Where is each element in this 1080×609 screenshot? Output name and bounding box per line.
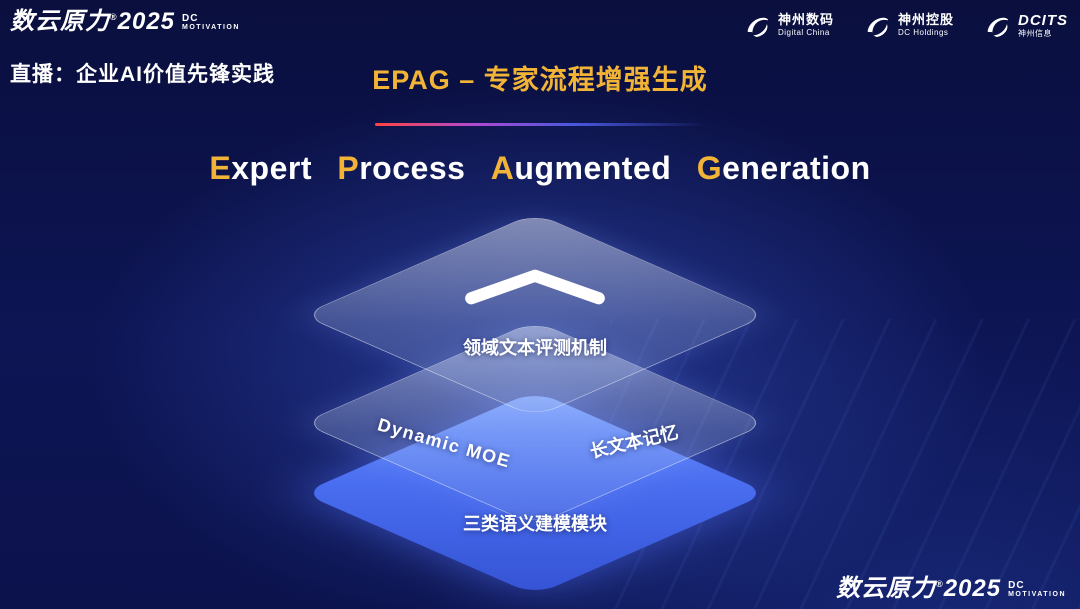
brand-logo-text: 数云原力®2025 xyxy=(836,577,1001,601)
brand-motivation: MOTIVATION xyxy=(182,24,240,31)
partner-name: 神州控股 xyxy=(897,11,954,27)
dc-holdings-swoosh-icon xyxy=(862,10,892,40)
brand-reg-mark: ® xyxy=(110,12,118,22)
middle-layer-left-label: Dynamic MOE xyxy=(375,414,514,472)
background-streaks xyxy=(610,319,1080,609)
heading-word-process: Process xyxy=(337,150,465,186)
heading-accent: G xyxy=(696,150,723,186)
brand-subtext: DC MOTIVATION xyxy=(1008,577,1066,599)
partner-text: DCITS 神州信息 xyxy=(1018,12,1068,38)
brand-logo-text: 数云原力®2025 xyxy=(10,10,175,34)
bottom-layer-plate xyxy=(301,390,769,596)
heading-word-augmented: Augmented xyxy=(491,150,672,186)
digital-china-swoosh-icon xyxy=(742,10,772,40)
top-layer-plate xyxy=(301,212,769,418)
brand-reg-mark: ® xyxy=(936,579,944,589)
heading-accent: A xyxy=(490,150,515,186)
partner-subtitle: 神州信息 xyxy=(1018,29,1052,39)
partner-subtitle: Digital China xyxy=(777,27,830,37)
partner-dc-holdings: 神州控股 DC Holdings xyxy=(862,10,954,40)
heading-rest: rocess xyxy=(359,150,466,186)
footer-brand-logo: 数云原力®2025 DC MOTIVATION xyxy=(836,577,1066,601)
top-layer-label: 领域文本评测机制 xyxy=(463,338,607,358)
middle-layer-plate xyxy=(301,320,769,526)
partner-name: 神州数码 xyxy=(777,11,834,27)
brand-subtext: DC MOTIVATION xyxy=(182,10,240,32)
partner-text: 神州数码 Digital China xyxy=(777,11,834,37)
partner-digital-china: 神州数码 Digital China xyxy=(742,10,834,40)
chevron-up-icon xyxy=(460,266,610,313)
main-heading: Expert Process Augmented Generation xyxy=(0,150,1080,187)
gradient-divider xyxy=(375,123,705,126)
page-title: EPAG – 专家流程增强生成 xyxy=(372,65,708,95)
brand-logo: 数云原力®2025 DC MOTIVATION xyxy=(10,10,240,34)
brand-year: 2025 xyxy=(943,575,1002,602)
dcits-swoosh-icon xyxy=(982,10,1012,40)
heading-rest: xpert xyxy=(231,150,312,186)
heading-rest: ugmented xyxy=(514,150,672,186)
partner-subtitle: DC Holdings xyxy=(897,27,949,37)
heading-rest: eneration xyxy=(722,150,871,186)
brand-motivation: MOTIVATION xyxy=(1008,591,1066,598)
partner-logos: 神州数码 Digital China 神州控股 DC Holdings xyxy=(742,10,1068,40)
brand-year: 2025 xyxy=(117,8,176,35)
heading-accent: P xyxy=(337,150,360,186)
brand-dc: DC xyxy=(182,13,199,24)
brand-name: 数云原力 xyxy=(836,575,937,602)
live-stream-label: 直播：企业AI价值先锋实践 xyxy=(10,63,275,86)
heading-word-expert: Expert xyxy=(209,150,312,186)
heading-accent: E xyxy=(209,150,232,186)
brand-name: 数云原力 xyxy=(10,8,110,35)
partner-name: DCITS xyxy=(1018,11,1068,29)
heading-word-generation: Generation xyxy=(697,150,871,186)
middle-layer-right-label: 长文本记忆 xyxy=(587,421,681,462)
partner-dcits: DCITS 神州信息 xyxy=(982,10,1068,40)
brand-dc: DC xyxy=(1008,580,1025,591)
partner-text: 神州控股 DC Holdings xyxy=(897,11,954,37)
bottom-layer-label: 三类语义建模模块 xyxy=(463,514,607,534)
